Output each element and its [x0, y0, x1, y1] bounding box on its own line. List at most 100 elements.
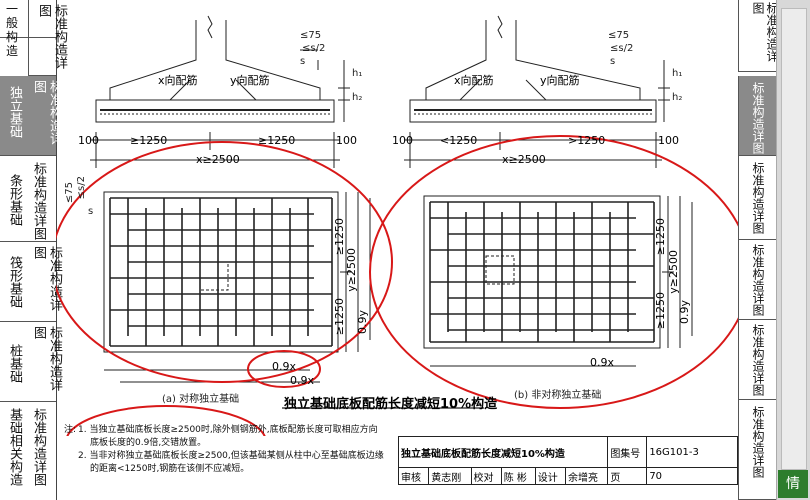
tab-strip-foundation[interactable]: 条形基础 标准构造详图 [0, 156, 56, 242]
section-a-dim-1250-a: ≥1250 [130, 134, 168, 147]
tab-foundation-related[interactable]: 基础相关构造 标准构造详图 [0, 402, 56, 500]
scrollbar-track[interactable] [781, 8, 807, 470]
tab-label: 标准构造详图 [31, 408, 46, 486]
section-b-dim-100-left: 100 [392, 134, 413, 147]
right-tab-5[interactable]: 标准构造详图 [738, 320, 776, 400]
section-a-dim-100-right: 100 [336, 134, 357, 147]
vertical-scrollbar[interactable] [776, 0, 810, 500]
left-chapter-tabs: 一般构造 标准构造详图 独立基础 标准构造详图 条形基础 标准构造详图 筏形基础… [0, 0, 67, 500]
plan-a-outline [103, 191, 339, 353]
tab-label: 标准构造详图 [751, 406, 765, 478]
plan-a-caption: (a) 对称独立基础 [162, 394, 240, 405]
right-tab-4[interactable]: 标准构造详图 [738, 240, 776, 320]
section-b-dim-x-total: x≥2500 [502, 153, 546, 166]
plan-a-dim-09x-b: 0.9x [290, 374, 315, 387]
section-b-lt75: ≤75 [608, 30, 630, 41]
plan-a-left-s: s [88, 206, 94, 217]
section-b-h1: h₁ [672, 68, 683, 79]
tab-label: 独立基础 [7, 86, 22, 138]
page-label: 页 [607, 467, 648, 485]
tab-label: 标准构造详图 [751, 82, 765, 154]
red-circle-plan-a [56, 141, 393, 383]
plan-b-dim-1250-top: ≥1250 [654, 218, 667, 256]
plan-a-dim-09y: 0.9y [356, 310, 369, 335]
right-tab-6[interactable]: 标准构造详图 [738, 400, 776, 500]
tab-label: 标准构造详图 [751, 244, 765, 316]
section-b-h2: h₂ [672, 92, 683, 103]
tab-label: 条形基础 [7, 174, 22, 226]
tab-label: 标准构造详图 [31, 80, 62, 145]
tab-label: 标准构造详图 [751, 2, 779, 62]
check-name: 陈 彬 [500, 467, 536, 485]
plan-b-outline [423, 195, 661, 349]
section-a-s: s [300, 56, 306, 67]
note-line-3: 2. 当非对称独立基础底板长度≥2500,但该基础某侧从柱中心至基础底板边缘 [78, 451, 384, 461]
right-tab-3[interactable]: 标准构造详图 [738, 156, 776, 240]
note-line-2: 底板长度的0.9倍,交错放置。 [90, 438, 207, 448]
tab-label: 一般构造 [6, 2, 19, 58]
info-button[interactable]: 情 [778, 470, 808, 498]
red-annotations [56, 135, 738, 436]
plan-b-dim-1250-bot: ≥1250 [654, 292, 667, 330]
drawing-main-title: 独立基础底板配筋长度减短10%构造 [284, 397, 498, 412]
design-label: 设计 [534, 467, 567, 485]
review-label: 审核 [397, 467, 430, 485]
tab-general-detail[interactable]: 标准构造详图 [28, 0, 67, 76]
section-b-base [409, 99, 657, 123]
plan-b-dim-09x: 0.9x [590, 356, 615, 369]
tab-isolated-foundation[interactable]: 独立基础 标准构造详图 [0, 76, 62, 156]
right-tab-2[interactable]: 标准构造详图 [738, 76, 776, 156]
tab-label: 标准构造详图 [31, 162, 46, 240]
section-a-lt75: ≤75 [300, 30, 322, 41]
section-a-h1: h₁ [352, 68, 363, 79]
section-a-dim-x-total: x≥2500 [196, 153, 240, 166]
section-b-dim-100-right: 100 [658, 134, 679, 147]
tab-label: 筏形基础 [7, 256, 22, 308]
plan-b-rebar-grid [429, 201, 655, 343]
review-name: 黄志刚 [428, 467, 472, 485]
plan-b-column [485, 255, 515, 285]
plan-b-dim-09y: 0.9y [678, 300, 691, 325]
atlas-number: 16G101-3 [646, 436, 738, 468]
foundation-drawing [56, 15, 738, 436]
plan-b-dim-y-total: y≥2500 [667, 250, 680, 294]
section-a-s-half: ≤s/2 [302, 43, 326, 54]
section-b-dim-1250-b: >1250 [568, 134, 606, 147]
atlas-label: 图集号 [607, 436, 648, 468]
red-circle-notes [66, 405, 266, 436]
plan-b-caption: (b) 非对称独立基础 [514, 390, 602, 401]
title-block-title: 独立基础底板配筋长度减短10%构造 [397, 436, 609, 468]
section-b-y-rebar-label: y向配筋 [540, 74, 580, 87]
section-a-y-rebar-label: y向配筋 [230, 74, 270, 87]
tab-label: 标准构造详图 [31, 326, 62, 391]
section-a-h2: h₂ [352, 92, 363, 103]
note-line-4: 的距离<1250时,钢筋在该侧不应减短。 [90, 464, 250, 474]
notes-label: 注: [64, 425, 77, 435]
tab-label: 桩基础 [7, 344, 22, 383]
tab-label: 标准构造详图 [751, 324, 765, 396]
section-b-s-half: ≤s/2 [610, 43, 634, 54]
section-a-base [95, 99, 335, 123]
right-tab-1[interactable]: 标准构造详图 [738, 0, 779, 72]
section-b-x-rebar-label: x向配筋 [454, 74, 494, 87]
tab-pile-foundation[interactable]: 桩基础 标准构造详图 [0, 322, 62, 402]
plan-a-left-s2: ≤s/2 [76, 176, 87, 200]
tab-label: 标准构造详图 [751, 162, 765, 234]
red-circle-plan-b [369, 135, 738, 409]
plan-a-column [199, 261, 229, 291]
plan-a-dim-y-total: y≥2500 [345, 248, 358, 292]
tab-general[interactable]: 一般构造 [0, 0, 56, 58]
tab-label: 基础相关构造 [7, 408, 22, 486]
note-line-1: 1. 当独立基础底板长度≥2500时,除外侧钢筋外,底板配筋长度可取相应方向 [78, 425, 378, 435]
section-b-s: s [610, 56, 616, 67]
section-a-outline [109, 20, 321, 101]
page-number: 70 [646, 467, 738, 485]
section-a-dim-100-left: 100 [78, 134, 99, 147]
plan-a-left-75: ≤75 [64, 182, 75, 204]
tab-label: 标准构造详图 [36, 4, 67, 69]
section-b-dim-1250-a: <1250 [440, 134, 478, 147]
section-a-dim-1250-b: ≥1250 [258, 134, 296, 147]
plan-a-dim-1250-bot: ≥1250 [333, 298, 346, 336]
tab-raft-foundation[interactable]: 筏形基础 标准构造详图 [0, 242, 62, 322]
title-block: 独立基础底板配筋长度减短10%构造 图集号 16G101-3 审核 黄志刚 校对… [397, 436, 738, 500]
